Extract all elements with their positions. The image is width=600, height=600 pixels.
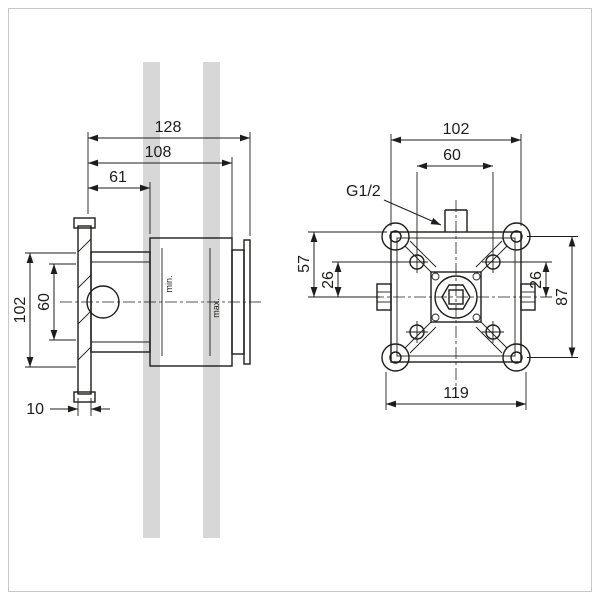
dim-128-label: 128 [155, 119, 182, 136]
central-cartridge [430, 271, 482, 323]
top-port [444, 209, 468, 232]
dim-front-depth: 61 [88, 169, 151, 234]
housing-inner-wall [396, 237, 516, 357]
dim-61-label: 61 [109, 169, 127, 186]
dim-108-label: 108 [145, 144, 172, 161]
dim-overall-depth: 128 [87, 119, 251, 236]
thread-callout: G1/2 [346, 183, 442, 226]
dim-10-label: 10 [26, 401, 44, 418]
page-border [8, 8, 592, 592]
dim-top-to-center: 57 [296, 231, 387, 298]
wall-stud-front [143, 62, 160, 538]
mounting-holes [406, 251, 504, 343]
dim-left-offset: 26 [320, 261, 407, 297]
dim-102-label: 102 [12, 297, 29, 324]
dim-height-right: 87 [527, 236, 578, 358]
control-knob-side [86, 285, 120, 319]
dim-102-front-label: 102 [443, 121, 470, 138]
dim-mid-depth: 108 [88, 144, 233, 246]
dim-26-right-label: 26 [528, 271, 545, 289]
diagonal-ribs [404, 240, 508, 354]
min-plaster-label: min. [164, 275, 174, 292]
max-plaster-label: max. [211, 298, 221, 318]
dim-flange-thickness: 10 [26, 398, 110, 418]
wall-stud-rear [203, 62, 220, 538]
dim-width: 102 [390, 121, 522, 226]
dim-87-label: 87 [554, 288, 571, 306]
dim-width-bottom: 119 [385, 372, 527, 410]
spindle-square [448, 289, 464, 305]
hex-nut [441, 284, 471, 310]
dim-26-left-label: 26 [320, 271, 337, 289]
dim-right-offset: 26 [503, 261, 552, 298]
dim-height: 102 [12, 252, 76, 368]
side-view: min. max. 128 108 61 [12, 119, 262, 418]
dim-60-side-label: 60 [36, 293, 53, 311]
dim-119-label: 119 [443, 385, 469, 402]
wall-studs [143, 62, 220, 538]
thread-label: G1/2 [346, 183, 381, 200]
dim-hole-spacing: 60 [416, 147, 494, 252]
rear-plates [231, 239, 251, 365]
front-view: 102 60 G1/2 57 26 [296, 121, 578, 410]
dim-57-label: 57 [296, 255, 313, 273]
dim-60-front-label: 60 [443, 147, 461, 164]
dim-inner-height: 60 [36, 263, 76, 341]
